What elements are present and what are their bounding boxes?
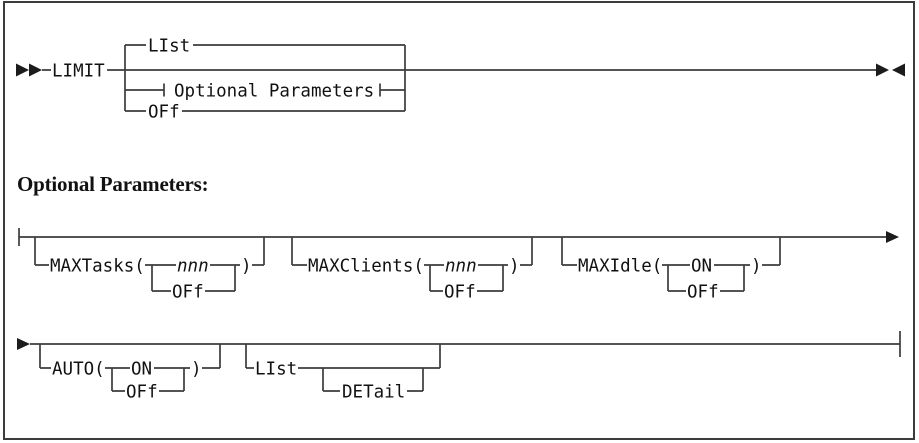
top-rail: LIMIT LIst Optional Parameters OFf [16, 37, 905, 123]
maxclients-nnn-value: nnn [445, 257, 477, 277]
section-heading: Optional Parameters: [17, 172, 208, 196]
list-default-label: LIst [148, 37, 190, 57]
auto-off-label: OFf [126, 383, 158, 403]
maxclients-close-paren: ) [509, 257, 520, 277]
auto-on-label: ON [131, 360, 152, 380]
limit-keyword: LIMIT [52, 62, 105, 82]
rail-resume-icon [17, 338, 30, 350]
maxidle-off-label: OFf [687, 283, 719, 303]
detail-label: DETail [342, 383, 405, 403]
maxtasks-group: MAXTasks( nnn OFf ) [50, 257, 252, 303]
list-detail-group: LIst DETail [255, 360, 405, 403]
maxclients-off-label: OFf [444, 283, 476, 303]
maxidle-group: MAXIdle( ON OFf ) [578, 257, 762, 303]
top-rail-lines [42, 44, 876, 112]
list-keyword: LIst [255, 360, 297, 380]
rail-end-icon [876, 63, 905, 77]
maxtasks-nnn-value: nnn [177, 257, 209, 277]
maxidle-on-label: ON [691, 257, 712, 277]
auto-group: AUTO( ON OFf ) [52, 360, 202, 403]
off-option-label: OFf [148, 103, 180, 123]
optional-parameters-fragment-label: Optional Parameters [174, 82, 374, 102]
diagram-border [3, 1, 915, 440]
rail-continue-icon [886, 231, 899, 243]
params-rail-2-lines [30, 343, 900, 392]
auto-close-paren: ) [191, 360, 202, 380]
maxidle-keyword: MAXIdle( [578, 257, 662, 277]
auto-keyword: AUTO( [52, 360, 105, 380]
rail-start-icon [16, 63, 42, 77]
params-rail-1: MAXTasks( nnn OFf ) MAXClients( nnn OFf … [18, 228, 899, 303]
maxclients-group: MAXClients( nnn OFf ) [308, 257, 520, 303]
maxtasks-keyword: MAXTasks( [50, 257, 145, 277]
params-rail-1-lines [19, 236, 886, 292]
maxtasks-close-paren: ) [241, 257, 252, 277]
maxclients-keyword: MAXClients( [308, 257, 424, 277]
maxidle-close-paren: ) [751, 257, 762, 277]
maxtasks-off-label: OFf [172, 283, 204, 303]
params-rail-2: AUTO( ON OFf ) LIst DETail [17, 331, 901, 403]
